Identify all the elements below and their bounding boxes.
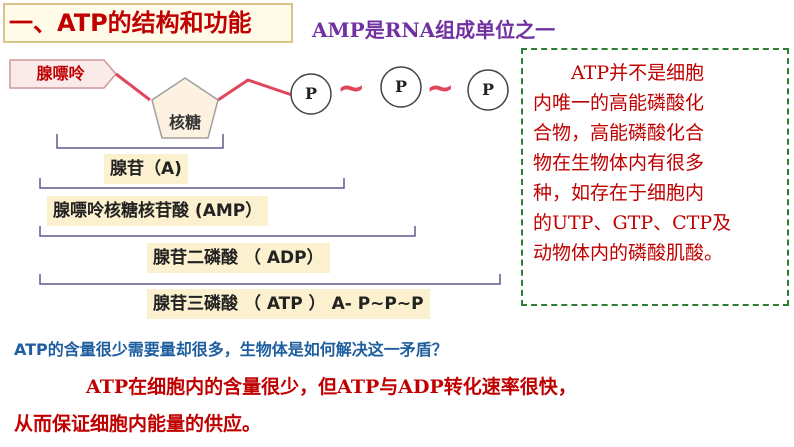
phosphate-circle-1: [290, 73, 332, 115]
adenine-label: 腺嘌呤: [36, 64, 85, 83]
phosphate-label-3: P: [481, 80, 495, 99]
high-energy-bond-2: ~: [426, 68, 455, 108]
section-title: 一、ATP的结构和功能: [3, 3, 293, 43]
ribose-pentagon: [151, 77, 219, 139]
note-line: 动物体内的磷酸肌酸。: [533, 242, 724, 264]
ribose-phosphate-bond: [217, 78, 293, 102]
amp-label: 腺嘌呤核糖核苷酸 (AMP）: [47, 196, 269, 226]
adenine-tag: [9, 59, 117, 89]
answer-line-1: ATP在细胞内的含量很少，但ATP与ADP转化速率很快，: [86, 376, 577, 398]
amp-note: AMP是RNA组成单位之一: [312, 18, 556, 42]
adp-bracket: [39, 226, 416, 237]
note-box: ATP并不是细胞 内唯一的高能磷酸化 合物，高能磷酸化合 物在生物体内有很多 种…: [521, 48, 789, 306]
phosphate-circle-3: [467, 69, 509, 111]
note-line: ATP并不是细胞: [533, 62, 705, 84]
high-energy-bond-1: ~: [337, 68, 366, 108]
note-line: 种，如存在于细胞内: [533, 182, 705, 204]
note-line: 物在生物体内有很多: [533, 152, 705, 174]
adenosine-label: 腺苷（A): [104, 154, 188, 184]
note-line: 的UTP、GTP、CTP及: [533, 212, 732, 234]
question-text: ATP的含量很少需要量却很多，生物体是如何解决这一矛盾？: [14, 340, 448, 359]
amp-bracket: [39, 178, 345, 189]
note-line: 合物，高能磷酸化合: [533, 122, 705, 144]
note-line: 内唯一的高能磷酸化: [533, 92, 705, 114]
phosphate-circle-2: [380, 66, 422, 108]
answer-line-2: 从而保证细胞内能量的供应。: [14, 413, 262, 435]
ribose-label: 核糖: [168, 113, 201, 132]
atp-structure-diagram: [9, 59, 509, 285]
adp-label: 腺苷二磷酸 （ ADP）: [147, 243, 330, 273]
phosphate-label-2: P: [394, 77, 408, 96]
atp-label: 腺苷三磷酸 （ ATP ） A- P~P~P: [147, 289, 430, 319]
adenine-ribose-bond: [115, 72, 151, 102]
atp-bracket: [39, 274, 501, 285]
adenosine-bracket: [56, 134, 224, 149]
phosphate-label-1: P: [304, 84, 318, 103]
